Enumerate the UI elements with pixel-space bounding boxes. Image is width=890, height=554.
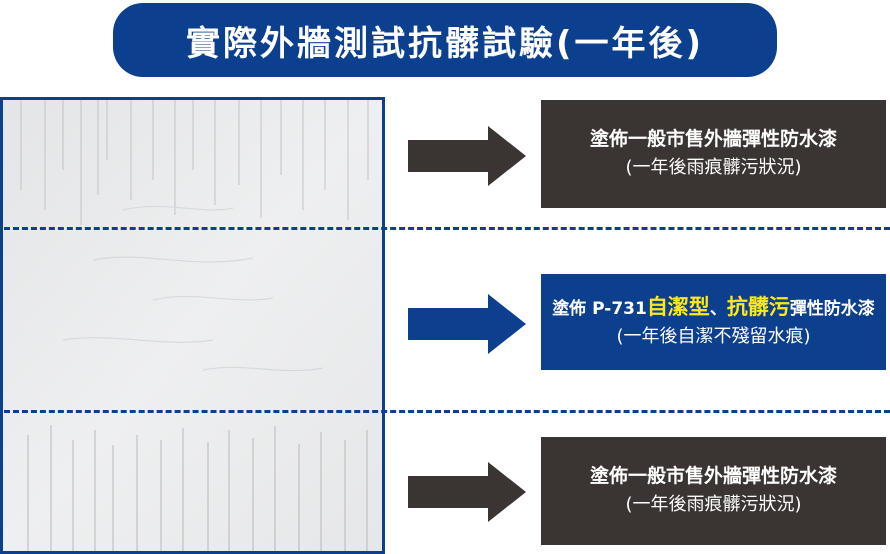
right-arrow-icon xyxy=(408,126,526,186)
page-title: 實際外牆測試抗髒試驗(一年後) xyxy=(185,23,705,64)
wall-test-photo xyxy=(0,97,385,554)
panel-line2: (一年後雨痕髒污狀況) xyxy=(625,156,802,178)
panel-regular-paint-bottom: 塗佈一般市售外牆彈性防水漆 (一年後雨痕髒污狀況) xyxy=(541,437,886,545)
divider-bottom xyxy=(4,410,890,413)
divider-top xyxy=(4,227,890,230)
panel-line1: 塗佈 P-731自潔型、抗髒污彈性防水漆 xyxy=(552,292,875,324)
panel-line1: 塗佈一般市售外牆彈性防水漆 xyxy=(589,128,837,151)
highlight-self-cleaning: 自潔型 xyxy=(646,294,710,319)
right-arrow-icon xyxy=(408,462,526,522)
panel-line1-suffix: 彈性防水漆 xyxy=(789,298,875,319)
title-banner: 實際外牆測試抗髒試驗(一年後) xyxy=(113,3,777,77)
panel-regular-paint-top: 塗佈一般市售外牆彈性防水漆 (一年後雨痕髒污狀況) xyxy=(541,100,886,208)
right-arrow-icon xyxy=(408,294,526,354)
panel-line1-prefix: 塗佈 P-731 xyxy=(552,298,647,319)
highlight-anti-dirt: 抗髒污 xyxy=(726,294,790,319)
wall-texture xyxy=(3,100,382,551)
panel-line1: 塗佈一般市售外牆彈性防水漆 xyxy=(589,465,837,488)
panel-p731-paint: 塗佈 P-731自潔型、抗髒污彈性防水漆 (一年後自潔不殘留水痕) xyxy=(541,274,886,370)
panel-line2: (一年後自潔不殘留水痕) xyxy=(616,326,811,348)
panel-line1-separator: 、 xyxy=(709,298,727,319)
panel-line2: (一年後雨痕髒污狀況) xyxy=(625,493,802,515)
